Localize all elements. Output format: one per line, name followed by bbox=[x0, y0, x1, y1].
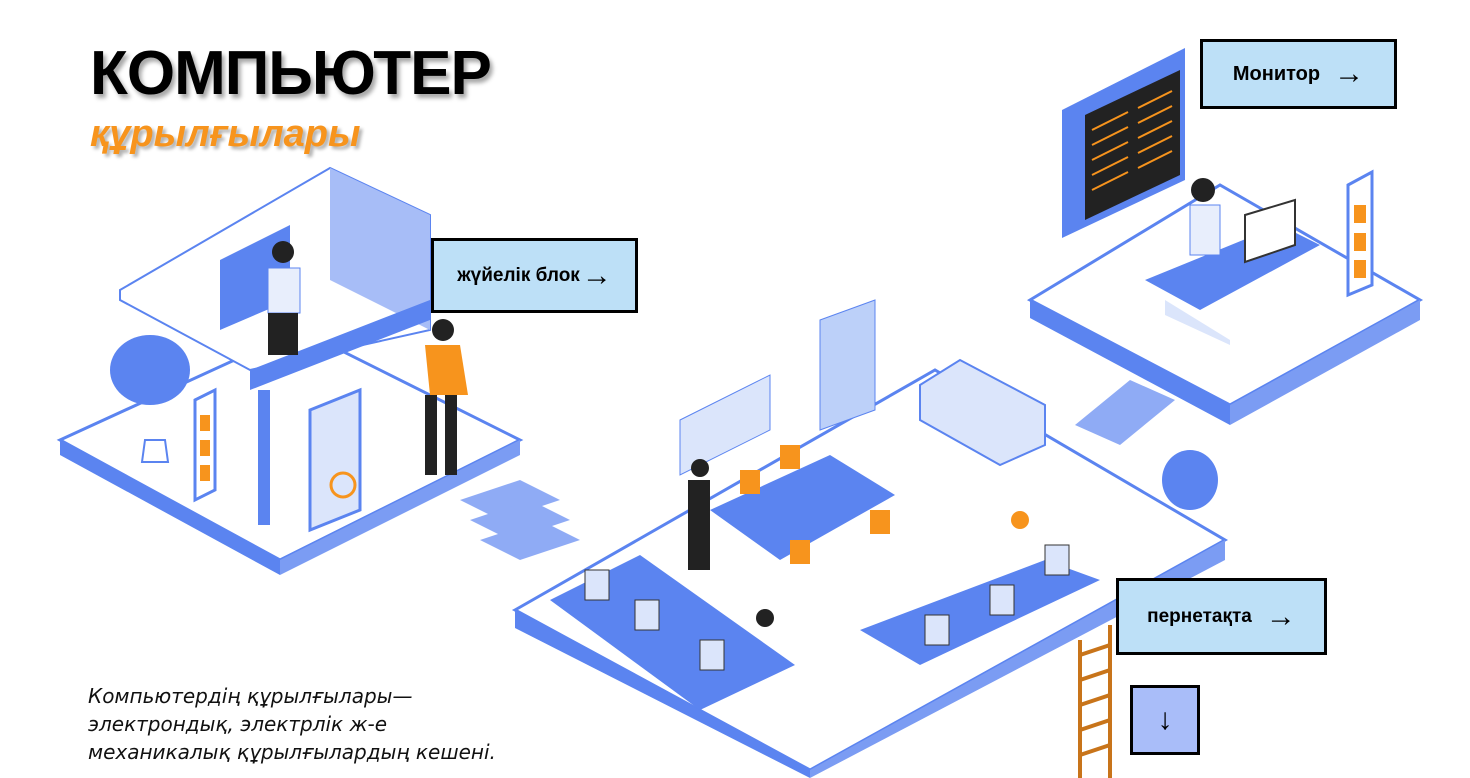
monitor-platform bbox=[1026, 48, 1424, 425]
page-subtitle: құрылғылары bbox=[90, 113, 361, 155]
caption-line: электрондық, электрлік ж-е bbox=[88, 712, 388, 736]
caption-line: Компьютердің құрылғылары— bbox=[88, 684, 413, 708]
house-platform bbox=[56, 166, 580, 575]
monitor-button-label: Монитор bbox=[1232, 62, 1321, 85]
person-standing bbox=[267, 241, 468, 475]
scroll-down-button[interactable]: ↓ bbox=[1130, 685, 1200, 755]
lightbulb-icon bbox=[329, 471, 357, 499]
ladder bbox=[1078, 625, 1112, 778]
system-unit-button-label: жүйелік блок bbox=[457, 264, 580, 286]
system-unit-button[interactable]: жүйелік блок → bbox=[431, 238, 638, 313]
central-platform bbox=[511, 299, 1229, 778]
arrow-right-icon: → bbox=[1265, 599, 1296, 633]
keyboard-button-label: пернетақта bbox=[1147, 605, 1252, 627]
keyboard-button[interactable]: пернетақта → bbox=[1116, 578, 1327, 655]
caption-line: механикалық құрылғылардың кешені. bbox=[88, 740, 496, 764]
arrow-right-icon: → bbox=[581, 258, 612, 292]
arrow-down-icon: ↓ bbox=[1157, 703, 1173, 736]
page-title: КОМПЬЮТЕР bbox=[90, 39, 492, 108]
monitor-button[interactable]: Монитор → bbox=[1200, 39, 1397, 109]
arrow-right-icon: → bbox=[1334, 57, 1365, 90]
caption: Компьютердің құрылғылары— электрондық, э… bbox=[88, 682, 496, 766]
